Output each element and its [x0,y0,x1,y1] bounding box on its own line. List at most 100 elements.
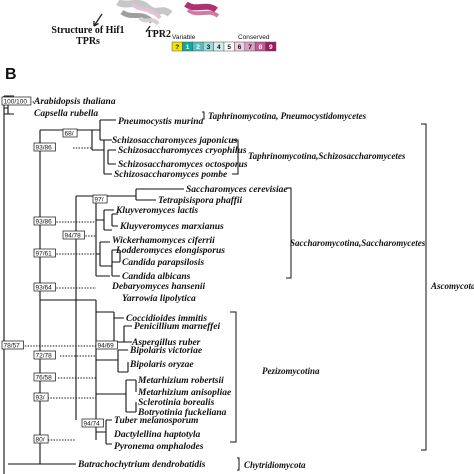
scale-cell-label: 4 [217,44,221,51]
group-label-pezizomycotina: Pezizomycotina [262,366,320,376]
support-box [33,142,56,152]
support-value: 100/100 [4,98,28,105]
support-box [1,96,32,106]
support-box [92,194,108,204]
support-box [1,340,24,350]
tree-branch [124,325,132,343]
group-label-ascomycota: Ascomycota [430,281,474,291]
taxon-label: Tetrapisispora phaffii [158,196,243,206]
tree-branch [92,129,104,151]
structure-caption-line2: TPRs [76,36,100,47]
scale-cell-label: 9 [269,44,273,51]
scale-cell-label: 7 [248,44,252,51]
taxon-label: Wickerhamomyces ciferrii [112,236,215,246]
group-label-pneumocystidomycetes: Taphrinomycotina, Pneumocystidomycetes [208,111,367,121]
taxon-label: Tuber melanosporum [114,416,198,426]
taxon-label: Bipolaris victoriae [129,346,203,356]
scale-cell-label: 8 [259,44,263,51]
taxon-label: Debaryomyces hansenii [111,282,206,292]
support-box [95,340,118,350]
taxon-label: Candida albicans [122,272,191,282]
taxon-label: Pyronema omphalodes [114,442,204,452]
group-brackets [202,111,427,471]
scale-conserved-label: Conserved [238,34,270,41]
taxon-label: Coccidioides immitis [126,314,207,324]
taxon-label: Candida parapsilosis [122,258,204,268]
support-box [33,392,49,402]
taxon-label: Bipolaris oryzae [129,360,194,370]
taxon-label: Penicillium marneffei [134,322,220,332]
support-box [33,216,56,226]
taxon-label: Schizosaccharomyces japonicus [112,136,238,146]
support-values: 100/10068/93/8697/93/8694/7897/6193/6478… [1,96,118,444]
scale-cell-label: 6 [238,44,242,51]
support-box [33,248,56,258]
scale-cell-label: 1 [186,44,190,51]
support-value: 93/64 [36,284,53,291]
taxon-label: Kluyveromyces marxianus [119,222,224,232]
tree-branch [96,379,136,413]
support-value: 94/69 [98,342,115,349]
taxon-label: Lodderomyces elongisporus [115,246,225,256]
tree-branch [104,139,112,175]
taxon-label: Sclerotinia borealis [138,398,215,408]
support-box [33,434,49,444]
support-value: 94/78 [65,232,82,239]
taxon-label: Batrachochytrium dendrobatidis [77,460,206,470]
support-leaders [4,101,96,441]
taxon-label: Aspergillus ruber [131,338,201,348]
scale-cell-label: 3 [207,44,211,51]
group-label-chytridiomycota: Chytridiomycota [244,460,306,470]
scale-cell-label: ? [175,44,179,51]
group-label-schizosaccharomycetes: Taphrinomycotina,Schizosaccharomycetes [248,151,406,161]
support-box [81,418,104,428]
taxon-label: Saccharomyces cerevisiae [186,185,288,195]
support-value: 80/ [36,436,45,443]
tree-branch [96,209,114,231]
structure-caption-line1: Structure of Hif1 [51,25,124,36]
scale-cell [265,41,277,52]
tree-branch [112,213,118,227]
taxon-label: Kluyveromyces lactis [115,206,198,216]
tree-branch [96,349,128,373]
support-value: 72/78 [36,352,53,359]
taxon-label: Botryotinia fuckeliana [137,408,227,418]
tree-branch [4,95,14,115]
taxon-label: Metarhizium anisopliae [137,388,232,398]
hif1-structure-image [93,0,220,33]
scale-variable-label: Variable [172,34,196,41]
support-value: 93/86 [36,144,53,151]
taxon-label: Dactylellina haptotyla [113,430,201,440]
tree-branch [108,149,116,165]
taxon-label: Schizosaccharomyces octosporus [118,160,248,170]
taxon-label: Pneumocystis murina [118,117,203,127]
support-value: 76/58 [36,374,53,381]
support-box [62,230,85,240]
support-box [33,350,56,360]
support-box [33,372,56,382]
panel-b-label: B [5,66,17,83]
support-value: 94/74 [84,420,101,427]
taxon-label: Metarhizium robertsii [137,376,224,386]
taxon-label: Capsella rubella [34,109,98,119]
support-value: 78/57 [4,342,21,349]
tree-branch [136,188,184,201]
taxon-label: Arabidopsis thaliana [33,97,116,107]
tpr2-label: TPR2 [146,29,171,40]
tree-branch [112,249,120,277]
scale-cell-label: 2 [196,44,200,51]
tree-branch [96,311,124,343]
support-box [33,282,56,292]
panel-a: Structure of Hif1 TPRs TPR2 Variable Con… [51,0,277,52]
support-box [62,128,78,138]
support-value: 68/ [65,130,74,137]
support-value: 97/61 [36,250,53,257]
support-value: 93/86 [36,218,53,225]
group-label-saccharomycetes: Saccharomycotina,Saccharomycetes [290,238,426,248]
taxon-label: Schizosaccharomyces pombe [114,170,228,180]
scale-cell-label: 5 [227,44,231,51]
